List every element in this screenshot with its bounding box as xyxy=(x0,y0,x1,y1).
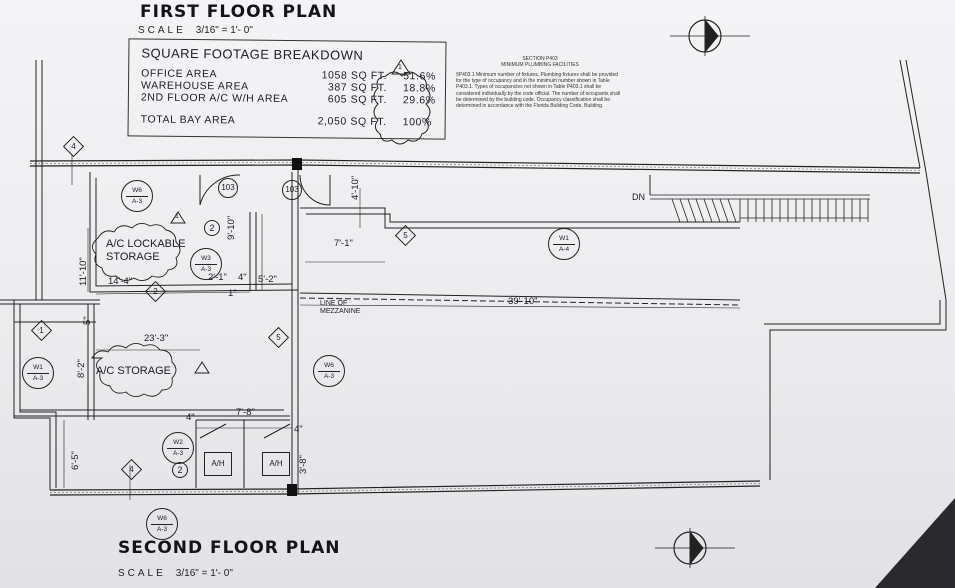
tag-bottom: A-3 xyxy=(156,526,168,533)
column-top xyxy=(292,158,302,170)
detail-number: 1 xyxy=(39,326,44,335)
cloud-lockable xyxy=(92,223,181,281)
stair-down-label: DN xyxy=(632,192,645,202)
revision-number: 1 xyxy=(398,64,402,71)
tag-bottom: A-3 xyxy=(323,373,335,380)
tag-top: W1 xyxy=(553,234,575,245)
column-bottom xyxy=(287,484,297,496)
revision-number: 1 xyxy=(175,213,179,220)
dimension-label: 1" xyxy=(228,288,237,299)
code-heading: MINIMUM PLUMBING FACILITIES xyxy=(501,62,579,68)
plumbing-code-note: SECTION P403 MINIMUM PLUMBING FACILITIES… xyxy=(456,56,624,109)
first-floor-scale: SCALE 3/16" = 1'- 0" xyxy=(138,25,253,36)
second-scale-value: 3/16" = 1'- 0" xyxy=(175,568,233,579)
second-floor-title: SECOND FLOOR PLAN xyxy=(118,538,341,558)
revision-cloud xyxy=(373,71,431,145)
cloud-storage xyxy=(91,343,177,397)
tag-bottom: A-3 xyxy=(200,266,212,273)
room-label-lockable-storage: A/C LOCKABLE STORAGE xyxy=(106,238,186,263)
dimension-label: 5'-2" xyxy=(258,274,277,285)
dimension-label: 4'-10" xyxy=(350,175,361,200)
detail-number: 5 xyxy=(403,231,408,240)
first-scale-value: 3/16" = 1'- 0" xyxy=(195,25,253,36)
dimension-label: 2'-1" xyxy=(208,272,227,283)
dimension-label: 14'-4" xyxy=(108,276,133,287)
revision-triangle xyxy=(391,59,411,75)
dimension-label: 4" xyxy=(238,272,247,283)
tag-top: W6 xyxy=(126,186,148,197)
tag-top: W3 xyxy=(195,254,217,265)
detail-number: 5 xyxy=(276,333,281,342)
dimension-label: 3'-8" xyxy=(298,455,309,474)
dimension-label: 7'-8" xyxy=(236,407,255,418)
tag-top: W6 xyxy=(151,514,173,525)
dimension-label: 4" xyxy=(186,412,195,423)
door-tag: 103 xyxy=(282,180,302,200)
first-scale-word: SCALE xyxy=(138,25,186,36)
keynote-marker: 2 xyxy=(172,462,188,478)
dimension-label: 4" xyxy=(294,424,303,435)
dimension-label: 23'-3" xyxy=(144,333,169,344)
tag-top: W6 xyxy=(318,361,340,372)
tag-bottom: A-3 xyxy=(172,450,184,457)
dimension-label: 9'-10" xyxy=(226,215,237,240)
second-floor-scale: SCALE 3/16" = 1'- 0" xyxy=(118,568,233,579)
detail-number: 4 xyxy=(129,465,134,474)
detail-number: 2 xyxy=(153,287,158,296)
tag-bottom: A-3 xyxy=(131,198,143,205)
tag-top: W2 xyxy=(167,438,189,449)
first-floor-title: FIRST FLOOR PLAN xyxy=(140,2,338,22)
air-handler-2: A/H xyxy=(262,452,290,476)
tag-top: W1 xyxy=(27,363,49,374)
dimension-label: 6'-5" xyxy=(70,451,81,470)
second-scale-word: SCALE xyxy=(118,568,166,579)
dimension-label: 11'-10" xyxy=(78,257,89,286)
detail-number: 4 xyxy=(71,142,76,151)
code-text: §P403.1 Minimum number of fixtures. Plum… xyxy=(456,72,621,110)
mezzanine-label: LINE OF MEZZANINE xyxy=(320,300,361,315)
dimension-label: 7'-1" xyxy=(334,238,353,249)
dimension-label: 39'-10" xyxy=(508,296,538,307)
air-handler-1: A/H xyxy=(204,452,232,476)
code-section: SECTION P403 xyxy=(522,56,558,62)
tag-bottom: A-4 xyxy=(558,246,570,253)
dimension-label: 5" xyxy=(82,316,93,325)
photo-background-corner xyxy=(875,498,955,588)
keynote-marker: 2 xyxy=(204,220,220,236)
room-label-storage: A/C STORAGE xyxy=(96,365,171,377)
tag-bottom: A-3 xyxy=(32,375,44,382)
dimension-label: 8'-2" xyxy=(76,359,87,378)
door-tag: 103 xyxy=(218,178,238,198)
